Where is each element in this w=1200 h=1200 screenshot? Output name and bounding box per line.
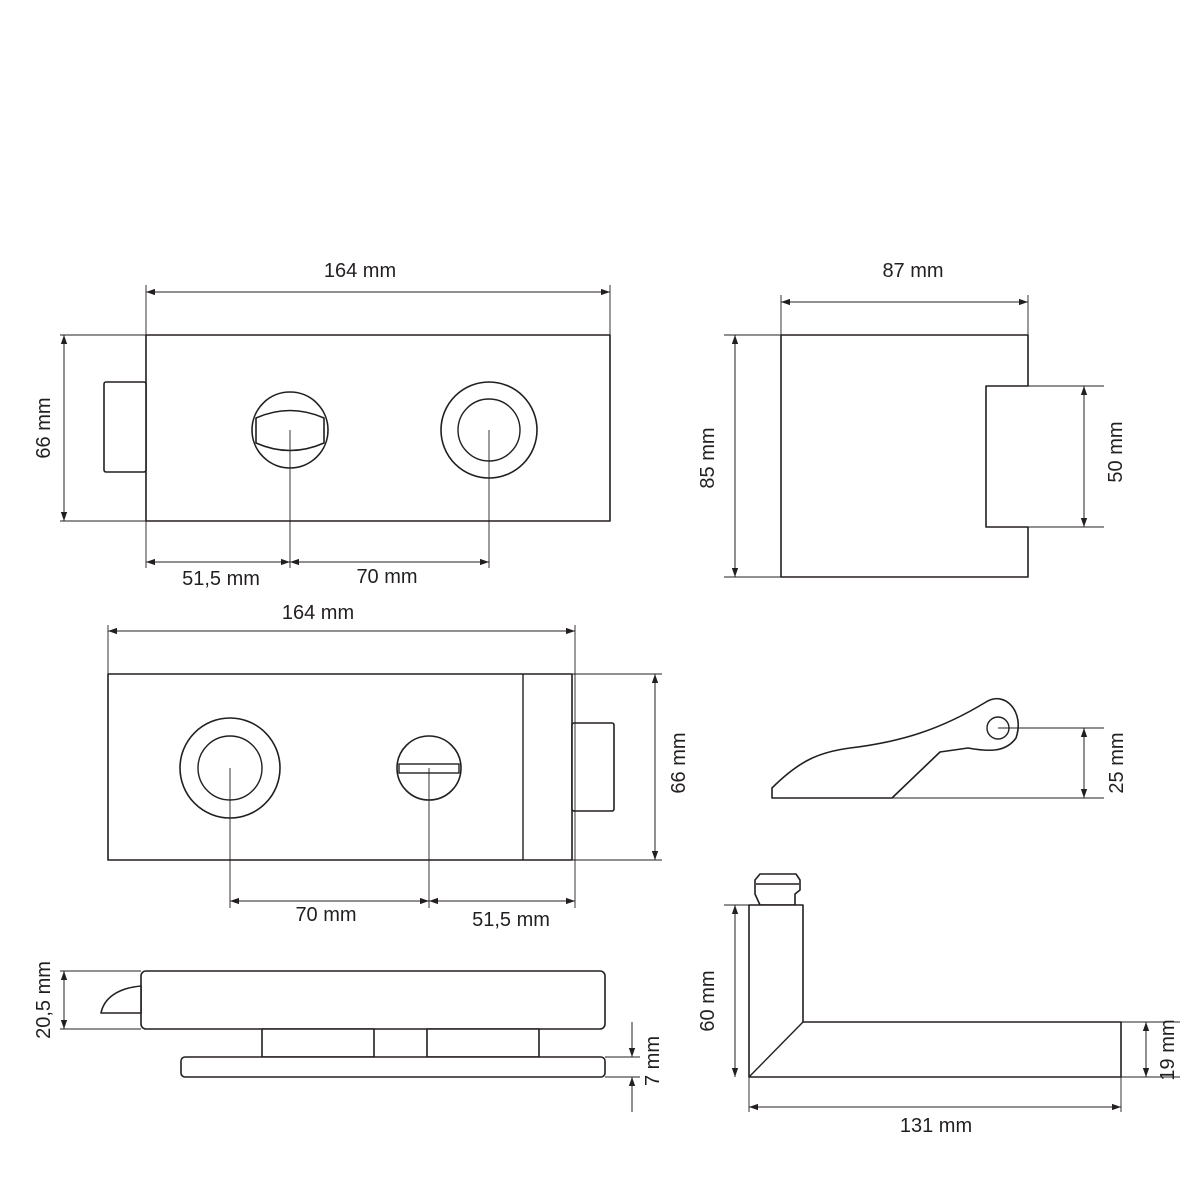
handle-height-label: 60 mm bbox=[697, 970, 719, 1031]
width-label: 164 mm bbox=[324, 260, 396, 282]
handle-miter-line bbox=[748, 1021, 804, 1078]
latch-height-label: 25 mm bbox=[1106, 732, 1128, 793]
rear-latch-bolt bbox=[571, 722, 615, 812]
latch-profile bbox=[771, 697, 1019, 799]
offset-label: 51,5 mm bbox=[182, 568, 260, 590]
lock-body-outline bbox=[145, 334, 611, 522]
handle-body bbox=[748, 904, 1122, 1078]
lock-front-view: 164 mm 66 mm 51,5 mm 70 mm bbox=[33, 260, 611, 590]
strike-height-label: 85 mm bbox=[697, 427, 719, 488]
side-back-plate bbox=[180, 1056, 606, 1078]
latch-bolt bbox=[103, 381, 147, 473]
side-clamp-left bbox=[261, 1028, 375, 1058]
lock-rear-view: 164 mm 66 mm 70 mm 51,5 mm bbox=[107, 602, 690, 931]
handle-length-label: 131 mm bbox=[900, 1115, 972, 1137]
latch-profile-view: 25 mm bbox=[771, 697, 1128, 799]
strike-outline bbox=[780, 334, 1029, 578]
handle-thickness-label: 19 mm bbox=[1157, 1019, 1179, 1080]
handle-spindle-cap bbox=[754, 873, 801, 906]
side-height-label: 20,5 mm bbox=[33, 961, 55, 1039]
plate-label: 7 mm bbox=[642, 1036, 664, 1086]
strike-width-label: 87 mm bbox=[882, 260, 943, 282]
rear-width-label: 164 mm bbox=[282, 602, 354, 624]
side-latch-tip bbox=[100, 985, 142, 1014]
rear-spacing-label: 70 mm bbox=[295, 904, 356, 926]
lock-side-view: 20,5 mm 7 mm bbox=[33, 961, 664, 1112]
height-label: 66 mm bbox=[33, 397, 55, 458]
rear-offset-label: 51,5 mm bbox=[472, 909, 550, 931]
lock-rear-body-outline bbox=[107, 673, 573, 861]
strike-side-view: 87 mm 85 mm 50 mm bbox=[697, 260, 1127, 578]
rear-height-label: 66 mm bbox=[668, 732, 690, 793]
lever-handle-view: 60 mm 19 mm 131 mm bbox=[697, 873, 1180, 1137]
notch-label: 50 mm bbox=[1105, 421, 1127, 482]
side-clamp-right bbox=[426, 1028, 540, 1058]
side-body bbox=[140, 970, 606, 1030]
spacing-label: 70 mm bbox=[356, 566, 417, 588]
